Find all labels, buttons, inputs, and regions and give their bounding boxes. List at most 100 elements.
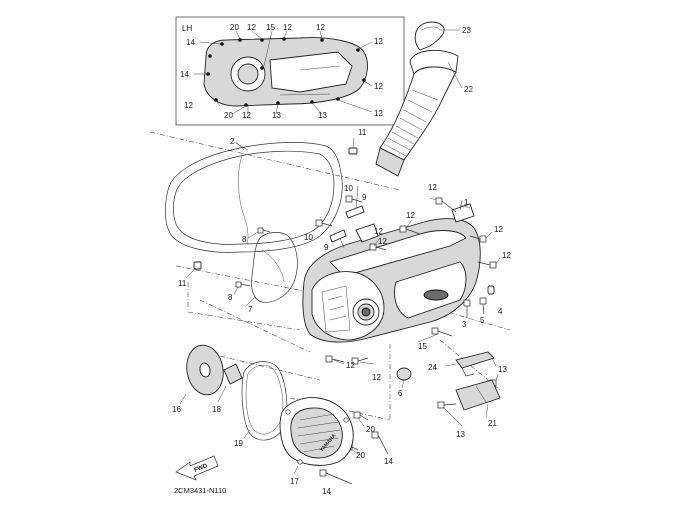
callout-10: 10 [344,184,353,193]
callout-12: 12 [428,183,437,192]
gasket-outer [165,142,343,253]
callout-12: 12 [494,225,503,234]
inset-callout-12: 12 [374,109,383,118]
callout-12: 12 [406,211,415,220]
bolt-12d [469,235,487,243]
callout-12: 12 [374,227,383,236]
inset-label: LH [182,24,192,33]
main-leaders [233,141,501,457]
callout-14: 14 [322,487,331,496]
inset-callouts: 14 20 12 15 12 12 12 14 12 12 20 12 13 1… [180,23,383,120]
inset-frame [175,16,405,126]
gasket-inner [173,150,335,245]
bracket-21 [455,379,501,419]
callout-14: 14 [384,457,393,466]
bracket-24 [445,351,495,377]
inset-cover-rib [299,65,341,71]
inset-callout-12: 12 [283,23,292,32]
crankcase-cover-1 [302,185,481,343]
inset-callout-14: 14 [186,38,195,47]
callout-11: 11 [358,128,367,137]
callout-20: 20 [366,425,375,434]
cover-rib-a [321,285,351,333]
cover-top-bracket [355,223,379,243]
pulley-plate-16 [179,344,224,405]
callout-8: 8 [228,293,233,302]
inset-lh-view: LH [175,16,405,126]
callout-13: 13 [456,430,465,439]
inset-cover-rib-2 [279,93,331,96]
callout-12: 12 [378,237,387,246]
bolt-13b [437,401,457,409]
callout-21: 21 [488,419,497,428]
callout-11: 11 [178,279,187,288]
bolt-10b [315,219,333,227]
callout-5: 5 [480,316,485,325]
callout-22: 22 [464,85,473,94]
callout-2: 2 [230,137,235,146]
callout-12: 12 [372,373,381,382]
pin-4 [487,285,495,295]
duct-clamp [414,21,445,51]
duct-outlet [375,147,405,177]
callout-18: 18 [212,405,221,414]
bolt-5 [479,297,487,315]
duct-corrugation [383,89,439,157]
inset-callout-12: 12 [374,82,383,91]
bolt-12f [351,357,369,365]
bolt-12b [399,225,421,235]
dowel-pin-bottom [185,261,202,279]
inset-cover-panel [269,51,353,93]
bolt-15 [431,327,453,337]
callout-19: 19 [234,439,243,448]
cover-gasket [165,141,343,253]
outer-cover-vents [297,413,341,453]
callout-7: 7 [248,305,253,314]
bolt-12c [369,243,387,251]
bolt-8a [257,227,271,234]
inset-clutch-inner [237,63,259,85]
bolt-12g [325,355,345,363]
callout-10: 10 [304,233,313,242]
dowel-pin-top [348,137,358,155]
bolt-10a [345,195,363,203]
bolt-14a [371,431,389,455]
callout-4: 4 [498,307,503,316]
callout-1: 1 [464,198,469,207]
cover-rear-bracket [451,203,475,223]
main-callouts: 23 22 11 2 10 9 12 1 12 10 9 12 12 12 12… [172,26,511,496]
inset-callout-13: 13 [272,111,281,120]
callout-12: 12 [502,251,511,260]
inset-callout-12: 12 [242,111,251,120]
bolt-20a [353,411,369,421]
callout-15: 15 [418,342,427,351]
callout-16: 16 [172,405,181,414]
clutch-hub-inner [361,307,371,317]
inset-callout-15: 15 [266,23,275,32]
bolt-12e [477,261,497,269]
inset-callout-12: 12 [247,23,256,32]
guide-bar-9b [329,229,347,243]
duct-body [379,66,457,161]
callout-17: 17 [290,477,299,486]
callout-20: 20 [356,451,365,460]
cover-emblem [423,289,449,301]
diagram-reference-code: 2CM3431-N110 [174,486,226,495]
inset-leaders [194,30,373,115]
cover-side-panel [394,261,467,319]
inset-callout-20: 20 [230,23,239,32]
inset-bolts [206,37,366,107]
callout-23: 23 [462,26,471,35]
intake-duct-assembly [375,21,463,177]
callout-8: 8 [242,235,247,244]
inset-callout-20: 20 [224,111,233,120]
fwd-label: FWD [194,463,210,474]
cover-top-ridge [329,230,467,277]
inset-callout-12: 12 [374,37,383,46]
bolt-3 [463,299,471,318]
fwd-arrow: FWD [175,455,219,481]
inner-cover-plate [245,232,298,307]
bolt-14b [319,469,353,485]
